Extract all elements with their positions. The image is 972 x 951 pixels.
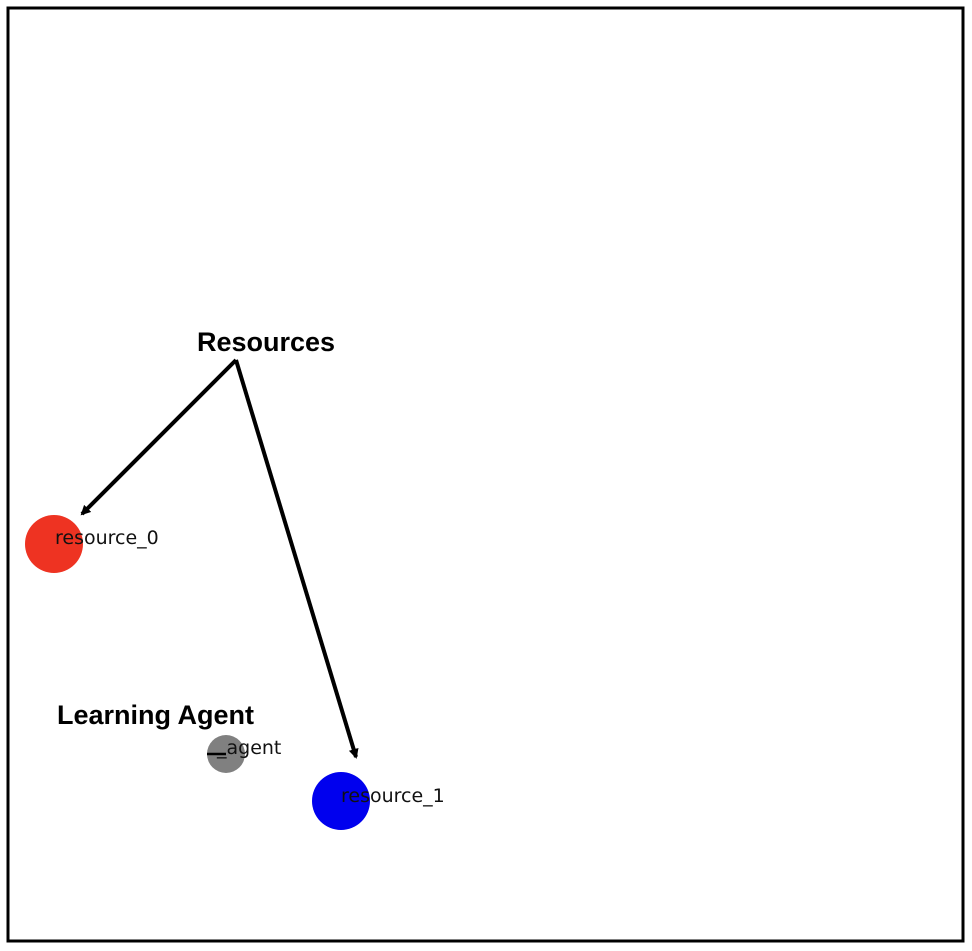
resource-1-circle	[312, 772, 370, 830]
resources-arrow-to-resource-1	[234, 359, 359, 759]
resource-1-label: resource_1	[341, 785, 445, 807]
agent-label: _agent	[216, 737, 281, 759]
agent-node: _agent	[207, 735, 281, 773]
resources-arrow-to-resource-0	[80, 358, 238, 516]
resources-annotation: Resources	[197, 327, 335, 357]
resource-0-node: resource_0	[25, 515, 159, 573]
resource-0-label: resource_0	[55, 527, 159, 549]
resource-1-node: resource_1	[312, 772, 445, 830]
learning-agent-annotation: Learning Agent	[57, 700, 254, 730]
resource-0-circle	[25, 515, 83, 573]
environment-border	[6, 6, 965, 943]
